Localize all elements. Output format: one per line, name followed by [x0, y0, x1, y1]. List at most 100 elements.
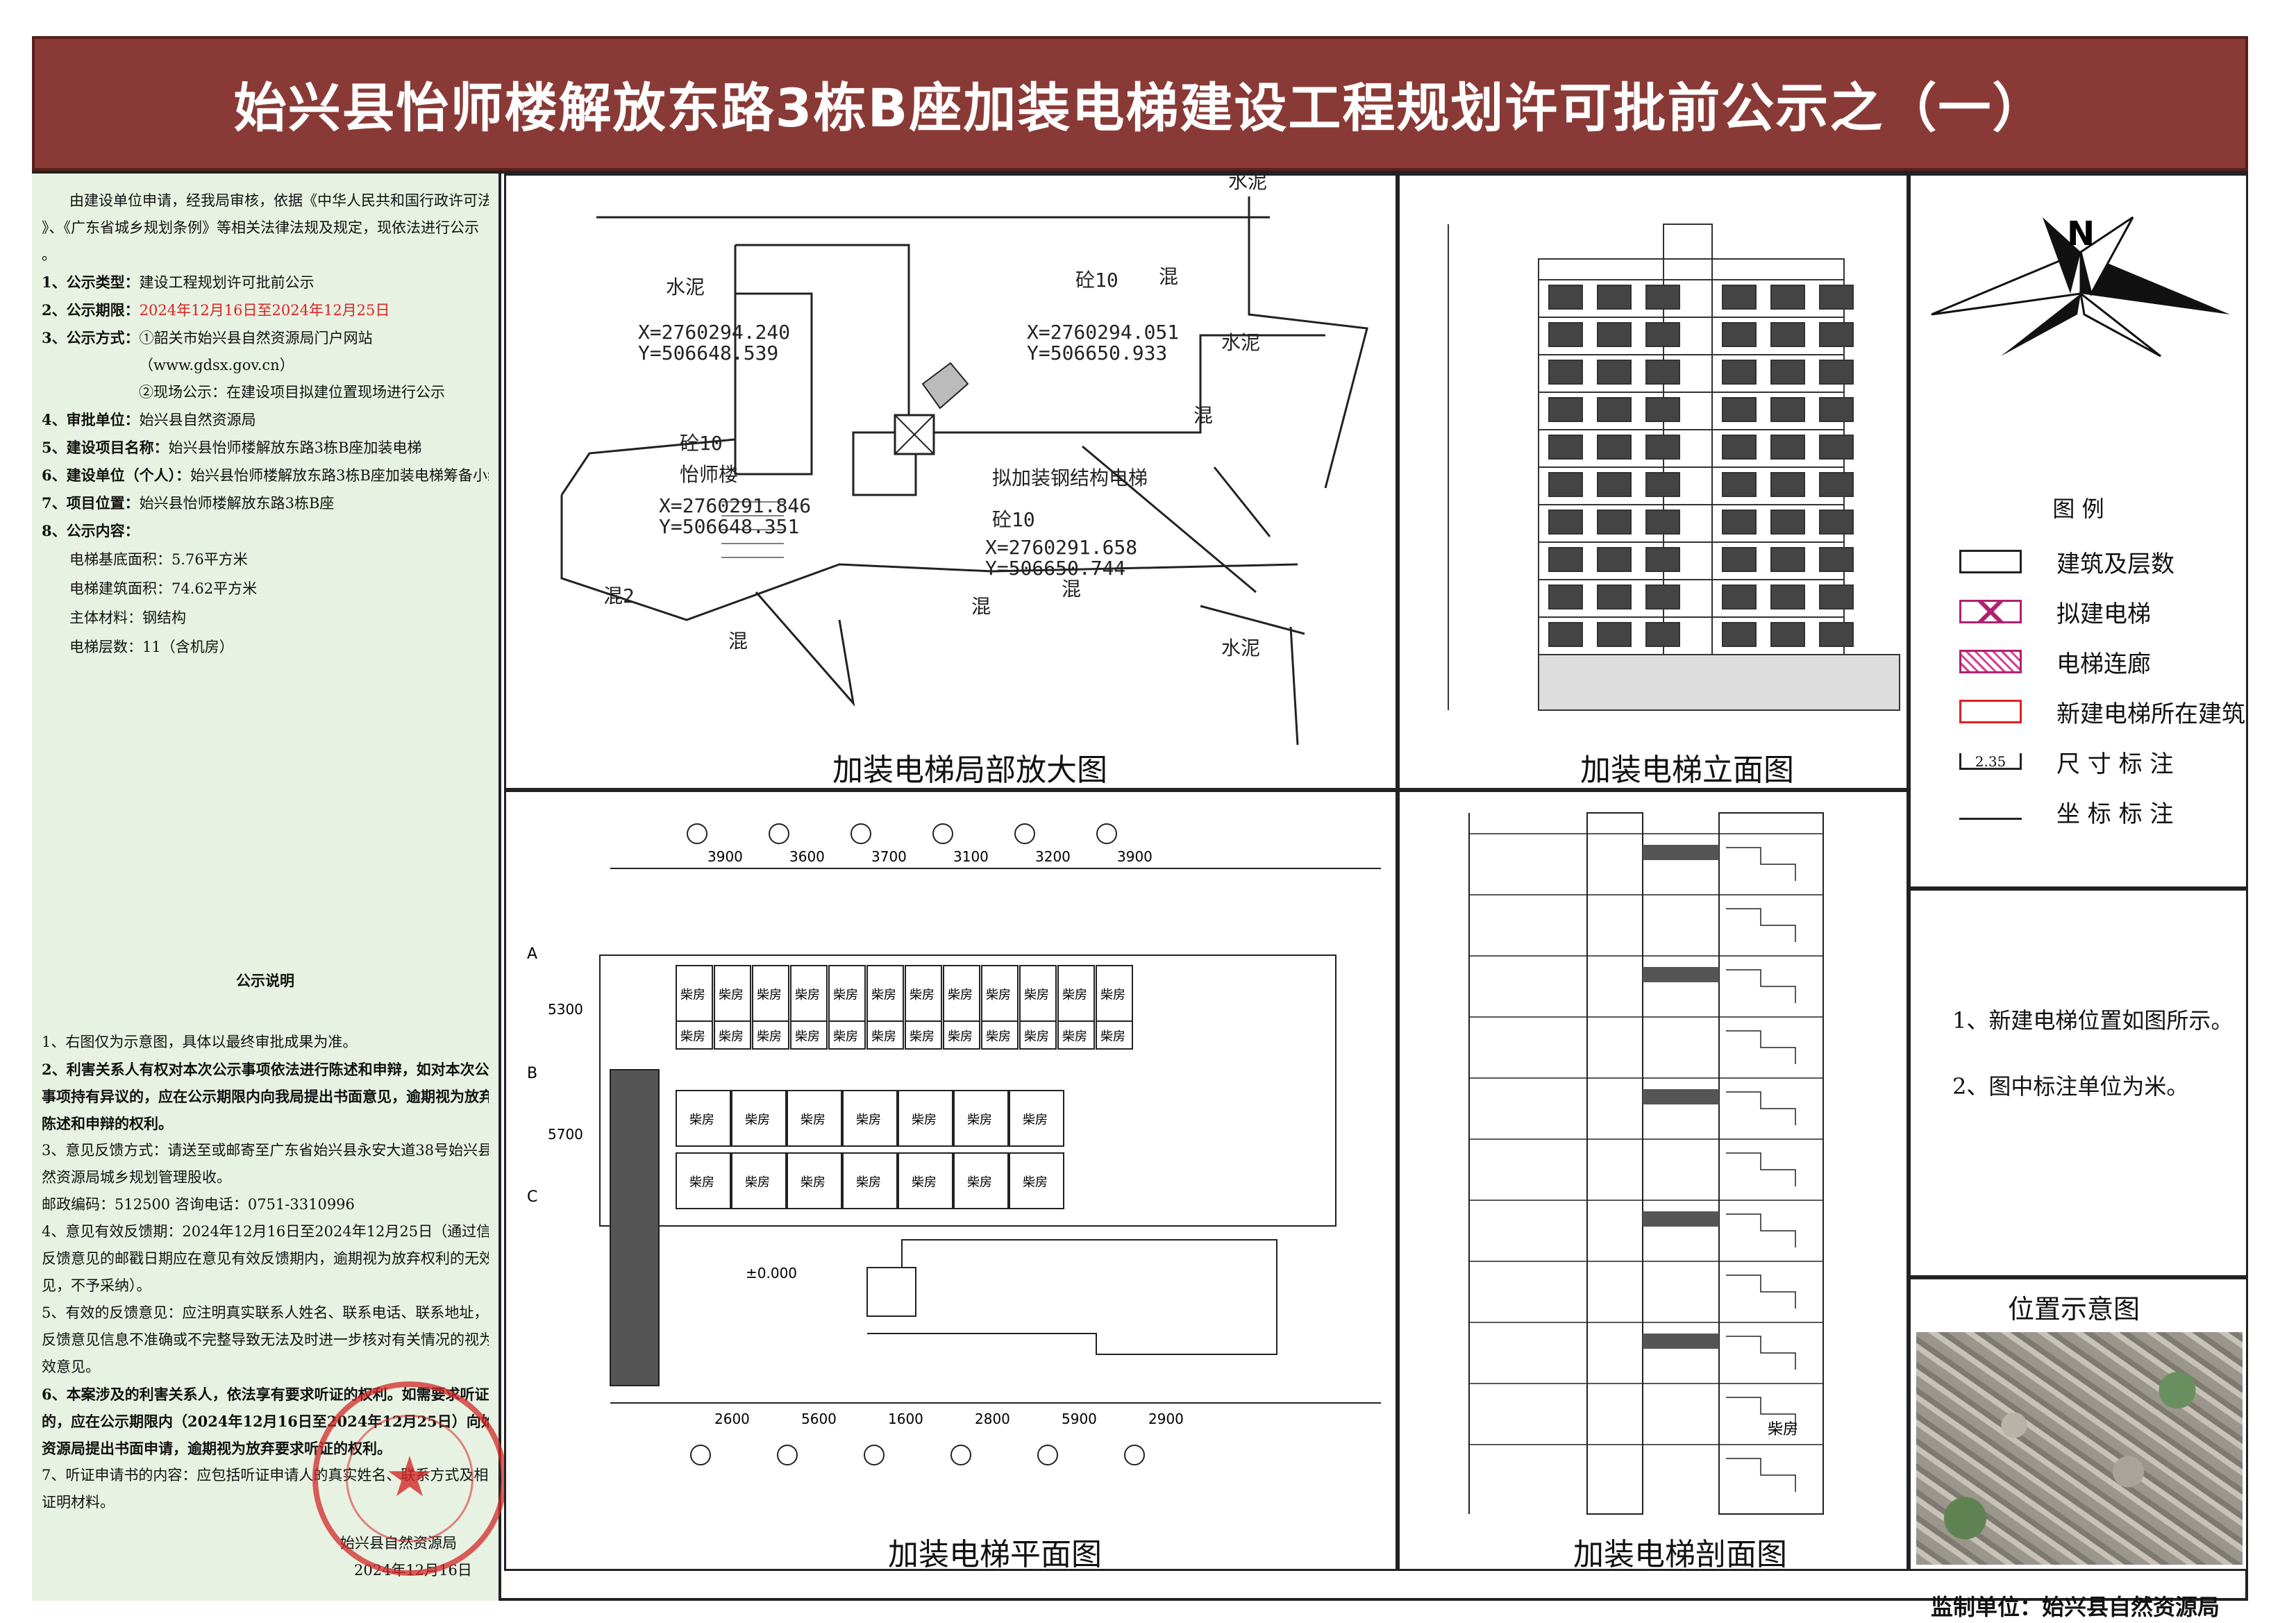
intro-line: 由建设单位申请，经我局审核，依据《中华人民共和国行政许可法	[69, 192, 489, 209]
site-label-tong10b: 砼10	[680, 432, 723, 455]
plan-room: 柴房	[943, 1020, 980, 1050]
plan-room: 柴房	[714, 965, 751, 1022]
plan-axis-bubble	[864, 1445, 885, 1465]
site-label-shuini4: 水泥	[1221, 637, 1260, 659]
site-label-tong10a: 砼10	[1075, 269, 1118, 292]
plan-room-label: 柴房	[856, 1113, 881, 1127]
plan-room: 柴房	[790, 1020, 828, 1050]
elevation-window	[1597, 472, 1632, 497]
site-label-hun3: 混	[971, 595, 991, 618]
section-stair	[1726, 1213, 1796, 1247]
plan-top-dim: 3600	[789, 848, 825, 865]
location-panel: 位置示意图	[1909, 1277, 2248, 1571]
plan-top-dim: 3200	[1035, 848, 1071, 865]
notice-line: 4、意见有效反馈期：2024年12月16日至2024年12月25日（通过信函方式	[42, 1223, 489, 1240]
plan-room: 柴房	[953, 1152, 1009, 1209]
plan-room: 柴房	[676, 1020, 713, 1050]
plan-room: 柴房	[842, 1090, 898, 1147]
elevation-window	[1819, 322, 1854, 347]
section-panel: 柴房 加装电梯剖面图	[1398, 790, 1909, 1571]
plan-level-mark: ±0.000	[746, 1265, 797, 1281]
section-drawing: 柴房	[1468, 812, 1824, 1515]
legend-swatch-building	[1959, 550, 2022, 573]
elevation-window	[1819, 547, 1854, 572]
section-stair	[1726, 847, 1796, 881]
plan-axis-bubble	[690, 1445, 711, 1465]
note-line: 1、新建电梯位置如图所示。	[1952, 1007, 2234, 1034]
legend-item: 建筑及层数	[1911, 537, 2246, 587]
elevation-window	[1770, 397, 1805, 422]
plan-side-dim-1: 5300	[548, 1001, 583, 1018]
section-stair	[1726, 1091, 1796, 1125]
page-title: 始兴县怡师楼解放东路3栋B座加装电梯建设工程规划许可批前公示之（一）	[233, 77, 2047, 139]
elevation-window	[1770, 510, 1805, 535]
plan-room-label: 柴房	[689, 1175, 714, 1190]
plan-room: 柴房	[1019, 965, 1057, 1022]
plan-room-label: 柴房	[680, 1029, 705, 1044]
plan-room-label: 柴房	[833, 1029, 858, 1044]
site-plan-drawing: 水泥 水泥 水泥 水泥 砼10 混 砼10 怡师楼 混 拟加装钢结构电梯 砼10…	[560, 176, 1368, 746]
elevation-window	[1597, 360, 1632, 385]
site-label-shuini2: 水泥	[1228, 176, 1267, 193]
legend-item: 坐 标 标 注	[1911, 787, 2246, 836]
section-stair	[1726, 1336, 1796, 1370]
section-corridor	[1643, 1334, 1719, 1349]
elevation-window	[1770, 547, 1805, 572]
info-item: 7、项目位置：始兴县怡师楼解放东路3栋B座	[42, 494, 335, 512]
section-corridor	[1643, 1211, 1719, 1227]
intro-line: 。	[42, 246, 56, 263]
elevation-window	[1770, 472, 1805, 497]
legend-swatch-corridor	[1959, 650, 2022, 673]
info-item: 1、公示类型：建设工程规划许可批前公示	[42, 274, 315, 291]
plan-room-label: 柴房	[967, 1175, 992, 1190]
elevation-window	[1548, 322, 1583, 347]
section-stair	[1726, 1152, 1796, 1186]
notice-line: 3、意见反馈方式：请送至或邮寄至广东省始兴县永安大道38号始兴县自	[42, 1142, 489, 1159]
plan-room: 柴房	[828, 965, 866, 1022]
info-item: 4、审批单位：始兴县自然资源局	[42, 411, 256, 428]
elevation-window	[1819, 510, 1854, 535]
plan-top-dim: 3100	[953, 848, 989, 865]
info-item: 2、公示期限：2024年12月16日至2024年12月25日	[42, 301, 390, 319]
elevation-window	[1597, 435, 1632, 460]
plan-room-label: 柴房	[757, 1029, 782, 1044]
plan-room-label: 柴房	[801, 1113, 826, 1127]
elevation-window	[1819, 585, 1854, 609]
legend-item: 电梯连廊	[1911, 637, 2246, 687]
section-stair	[1726, 969, 1796, 1003]
plan-room-label: 柴房	[719, 988, 744, 1002]
plan-room-label: 柴房	[1024, 988, 1049, 1002]
info-item: 8、公示内容：	[42, 522, 140, 539]
plan-bottom-dim: 2800	[975, 1411, 1010, 1427]
plan-room: 柴房	[714, 1020, 751, 1050]
elevation-window	[1819, 472, 1854, 497]
elevation-window	[1548, 622, 1583, 647]
plan-room: 柴房	[981, 1020, 1019, 1050]
elevation-window	[1597, 585, 1632, 609]
coord-y3: Y=506648.351	[659, 515, 799, 538]
plan-room: 柴房	[981, 965, 1019, 1022]
aerial-map-image	[1916, 1332, 2243, 1565]
plan-room: 柴房	[866, 965, 904, 1022]
plan-room-label: 柴房	[801, 1175, 826, 1190]
plan-room: 柴房	[731, 1152, 787, 1209]
plan-axis-bubble	[1014, 823, 1035, 844]
site-label-hun5: 混	[728, 630, 748, 653]
notice-line: 反馈意见信息不准确或不完整导致无法及时进一步核对有关情况的视为无	[42, 1331, 489, 1348]
notice-line: 5、有效的反馈意见：应注明真实联系人姓名、联系电话、联系地址，如	[42, 1304, 489, 1321]
elevation-window	[1645, 585, 1680, 609]
notice-title: 公示说明	[236, 972, 294, 989]
plan-room: 柴房	[943, 965, 980, 1022]
location-label: 位置示意图	[2008, 1294, 2140, 1325]
plan-row-mark-b: B	[527, 1065, 537, 1082]
elevation-window	[1819, 622, 1854, 647]
elevation-window	[1597, 285, 1632, 310]
plan-top-dim: 3900	[707, 848, 743, 865]
plan-room-label: 柴房	[795, 988, 820, 1002]
plan-room: 柴房	[1019, 1020, 1057, 1050]
elevation-window	[1722, 322, 1757, 347]
plan-room-label: 柴房	[871, 988, 896, 1002]
intro-line: 》、《广东省城乡规划条例》等相关法律法规及规定，现依法进行公示	[42, 219, 479, 236]
legend-item: 拟建电梯	[1911, 587, 2246, 637]
elevation-window	[1722, 547, 1757, 572]
